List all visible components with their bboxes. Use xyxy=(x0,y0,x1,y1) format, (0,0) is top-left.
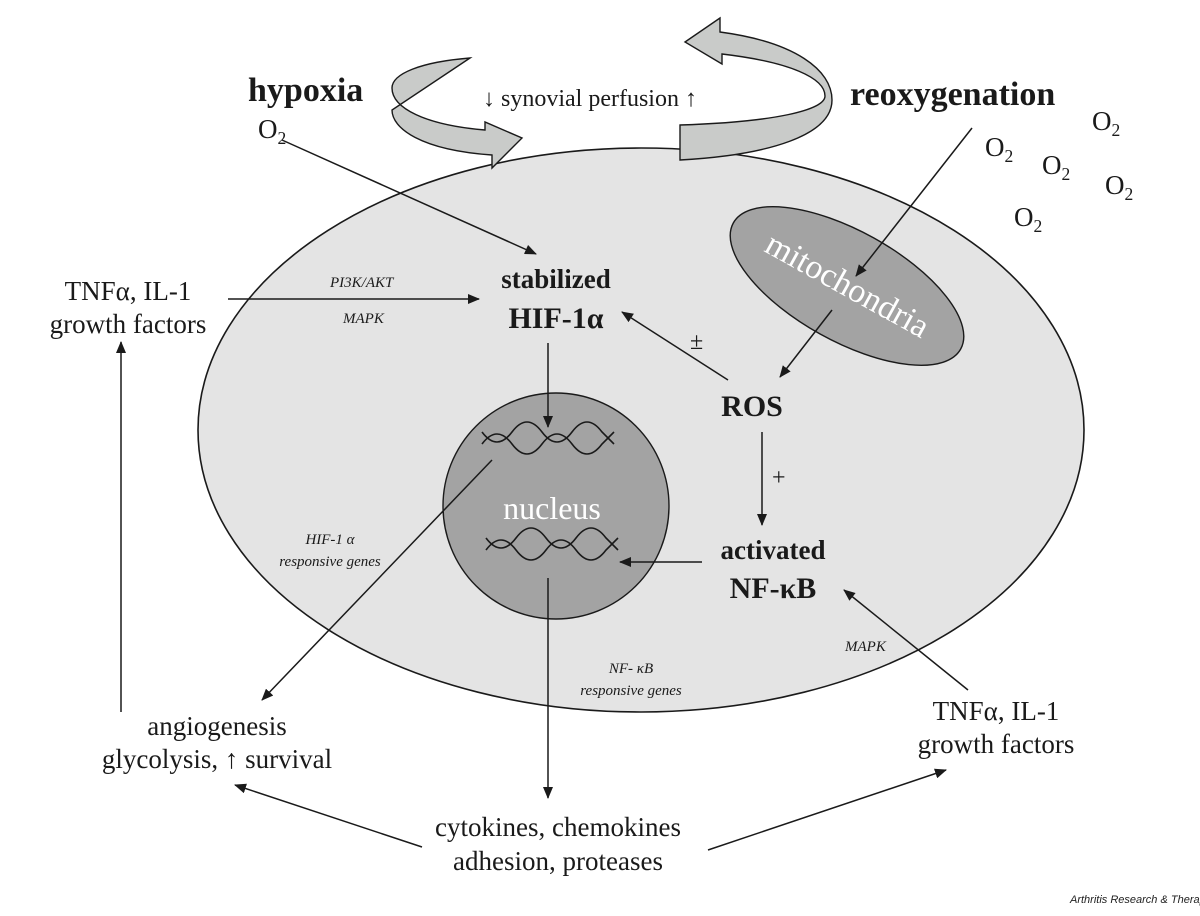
dna-strand-upper-1 xyxy=(481,431,615,455)
activated-label: activated xyxy=(720,535,826,565)
arrow-cytokines-to-angiogenesis xyxy=(234,783,423,848)
dna-strands xyxy=(481,421,619,561)
perfusion-arrow-left xyxy=(391,57,524,170)
reoxygenation-o2-1: O2 xyxy=(1092,108,1120,140)
nucleus-organelle xyxy=(442,392,670,620)
hif-1a-label: HIF-1α xyxy=(508,302,604,335)
arrow-tnf-to-nfkb xyxy=(843,589,969,691)
reoxygenation-label: reoxygenation xyxy=(850,76,1056,113)
o2-subscript: 2 xyxy=(1124,184,1134,205)
angiogenesis-label-2: glycolysis, ↑ survival xyxy=(101,744,333,774)
dna-strand-lower-2 xyxy=(485,527,619,551)
cytokines-label-1: cytokines, chemokines xyxy=(435,812,681,842)
arrow-cytokines-to-tnf xyxy=(707,768,947,851)
nf-kb-label: NF-κB xyxy=(729,572,817,605)
dna-strand-upper-2 xyxy=(481,421,615,445)
o2-symbol: O xyxy=(1092,106,1112,136)
dna-strand-lower-1 xyxy=(485,537,619,561)
angiogenesis-label-1: angiogenesis xyxy=(147,711,287,741)
arrow-reoxygenation-to-mitochondria xyxy=(855,127,973,277)
nfkb-genes-label-1: NF- κB xyxy=(608,661,654,677)
tnf-right-label-2: growth factors xyxy=(917,729,1075,759)
reoxygenation-o2-4: O2 xyxy=(1105,172,1133,204)
journal-credit: Arthritis Research & Therapy xyxy=(1070,894,1200,906)
reoxygenation-o2-2: O2 xyxy=(985,134,1013,166)
hypoxia-o2-label: O2 xyxy=(258,116,286,148)
plus-sign: + xyxy=(772,465,786,491)
nucleus-label: nucleus xyxy=(503,490,601,526)
ros-label: ROS xyxy=(721,390,783,423)
o2-symbol: O xyxy=(1105,170,1125,200)
arrow-nucleus-to-angiogenesis xyxy=(261,459,493,701)
mitochondria-organelle xyxy=(729,206,965,366)
stabilized-label: stabilized xyxy=(501,264,611,294)
o2-symbol: O xyxy=(985,132,1005,162)
hif-genes-label-2: responsive genes xyxy=(279,554,381,570)
mapk-left-label: MAPK xyxy=(343,311,384,327)
o2-symbol: O xyxy=(1014,202,1034,232)
nfkb-genes-label-2: responsive genes xyxy=(580,683,682,699)
arrow-hypoxia-to-hif xyxy=(281,139,537,255)
o2-subscript: 2 xyxy=(1111,120,1121,141)
perfusion-cycle-arrows xyxy=(391,16,833,170)
arrow-ros-to-hif xyxy=(621,311,729,381)
o2-subscript: 2 xyxy=(1033,216,1043,237)
mapk-right-label: MAPK xyxy=(845,639,886,655)
pathway-arrows xyxy=(116,127,973,851)
o2-symbol: O xyxy=(1042,150,1062,180)
o2-subscript: 2 xyxy=(1004,146,1014,167)
o2-subscript: 2 xyxy=(277,128,287,149)
arrow-mitochondria-to-ros xyxy=(779,309,833,378)
o2-subscript: 2 xyxy=(1061,164,1071,185)
reoxygenation-o2-5: O2 xyxy=(1014,204,1042,236)
hif-genes-label-1: HIF-1 α xyxy=(305,532,355,548)
hypoxia-label: hypoxia xyxy=(248,72,364,109)
plus-minus-sign: ± xyxy=(690,329,704,355)
perfusion-arrow-right xyxy=(679,16,833,161)
synovial-perfusion-label: ↓ synovial perfusion ↑ xyxy=(483,86,697,112)
tnf-left-label-2: growth factors xyxy=(49,309,207,339)
tnf-right-label-1: TNFα, IL-1 xyxy=(932,696,1060,726)
pi3k-akt-label: PI3K/AKT xyxy=(330,275,394,291)
o2-symbol: O xyxy=(258,114,278,144)
reoxygenation-o2-3: O2 xyxy=(1042,152,1070,184)
cytokines-label-2: adhesion, proteases xyxy=(453,846,663,876)
tnf-left-label-1: TNFα, IL-1 xyxy=(64,276,192,306)
